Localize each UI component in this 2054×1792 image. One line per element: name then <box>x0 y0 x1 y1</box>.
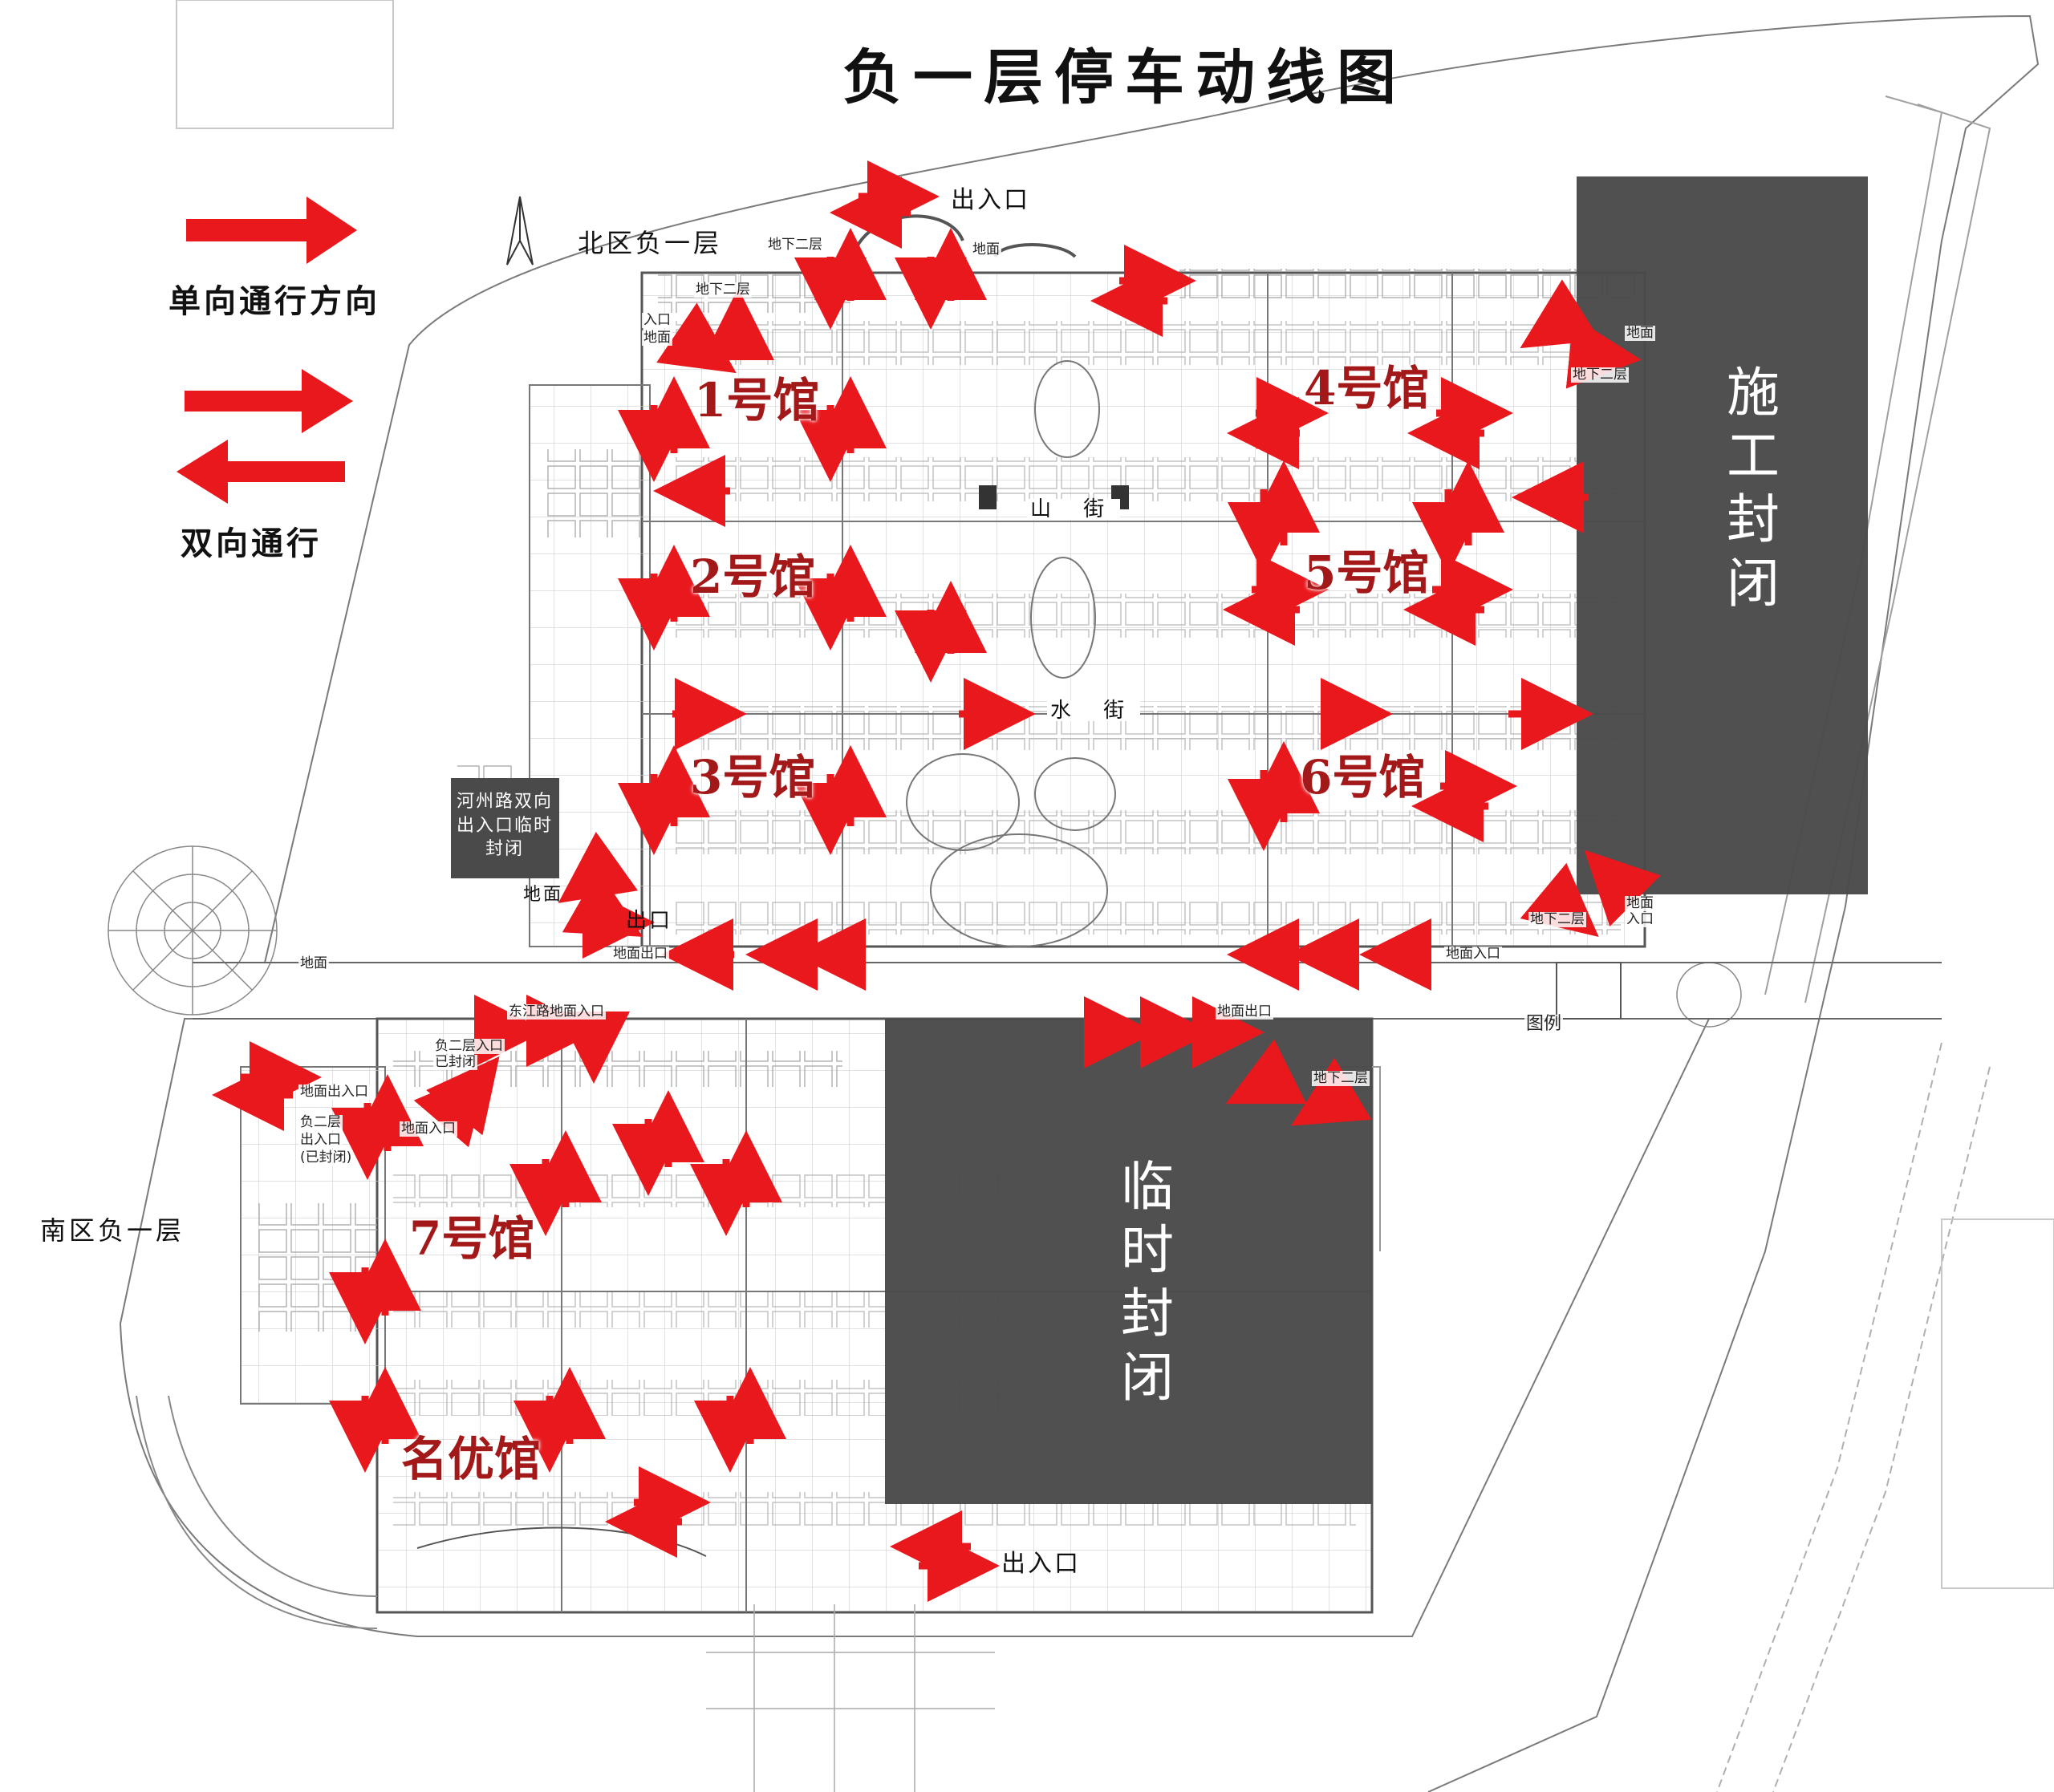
b2-note-a: 负二层 <box>298 1114 343 1130</box>
b2-entry-closed-label-a: 负二层入口 <box>433 1038 505 1054</box>
south-ground-io-label: 地面出入口 <box>298 1084 370 1100</box>
dongjiang-entry-label: 东江路地面入口 <box>507 1003 606 1020</box>
south-entrance-label: 出入口 <box>1001 1550 1081 1578</box>
legend-two-way-arrow-left-icon <box>177 440 345 504</box>
b2-entry-closed-label-b: 已封闭 <box>433 1054 477 1070</box>
south-underground2-label: 地下二层 <box>1312 1070 1370 1086</box>
legend-one-way-arrow-icon <box>186 197 357 264</box>
north-entrance-label: 出入口 <box>951 186 1030 214</box>
construction-closed-zone <box>1577 176 1868 894</box>
central-road <box>193 962 1942 1020</box>
ground-entry-right-b-label: 入口 <box>1625 911 1655 927</box>
underground2-right-label: 地下二层 <box>1571 367 1629 383</box>
traffic-arrows <box>212 160 1662 1602</box>
entry-label: 入口 <box>642 312 672 328</box>
entry-ground-label: 地面 <box>642 330 672 346</box>
north-zone-label: 北区负一层 <box>578 228 723 258</box>
hall-3-label: 3号馆 <box>690 750 816 805</box>
shan-street-label: 山 街 <box>1027 499 1121 520</box>
underground2-bottom-right-label: 地下二层 <box>1528 911 1586 927</box>
ground-left-label: 地面 <box>523 885 564 905</box>
hezhou-road-closed-notice: 河州路双向出入口临时封闭 <box>456 792 553 860</box>
underground2-label-b: 地下二层 <box>694 282 752 298</box>
hall-1-label: 1号馆 <box>694 373 820 428</box>
b2-note-c: (已封闭) <box>298 1149 354 1166</box>
ground-entry-north-label: 地面入口 <box>1444 946 1502 962</box>
hall-2-label: 2号馆 <box>690 549 816 604</box>
b2-note-b: 出入口 <box>298 1132 343 1148</box>
south-building <box>136 1017 1381 1792</box>
ground-entry-right-a-label: 地面 <box>1625 895 1655 911</box>
hall-7-label: 7号馆 <box>409 1211 535 1266</box>
site-outline <box>119 0 2054 1792</box>
hezhou-road-closed-box <box>451 778 559 878</box>
legend-two-way-label: 双向通行 <box>181 525 322 562</box>
south-ground-entry-label: 地面入口 <box>400 1121 457 1137</box>
mingyou-hall-label: 名优馆 <box>401 1432 542 1486</box>
underground2-label-a: 地下二层 <box>766 237 824 253</box>
legend-arrows <box>177 197 357 504</box>
shui-street-label: 水 街 <box>1047 700 1141 721</box>
hall-6-label: 6号馆 <box>1300 750 1426 805</box>
north-exit-left-label: 出口 <box>626 909 673 933</box>
ground-exit-north-label: 地面出口 <box>611 946 669 962</box>
hall-4-label: 4号馆 <box>1304 361 1430 416</box>
south-zone-label: 南区负一层 <box>40 1215 185 1246</box>
north-arrow-icon <box>506 196 534 266</box>
north-building <box>457 214 1646 948</box>
hall-5-label: 5号馆 <box>1304 545 1430 600</box>
construction-closed-label: 施工封闭 <box>1727 362 1780 614</box>
ground-top-label: 地面 <box>971 241 1001 257</box>
legend-two-way-arrow-right-icon <box>185 369 353 433</box>
legend-one-way-label: 单向通行方向 <box>168 282 380 320</box>
legend-mark-label: 图例 <box>1524 1014 1564 1034</box>
south-ground-exit-label: 地面出口 <box>1216 1003 1273 1020</box>
ground-right-label: 地面 <box>1625 325 1655 341</box>
page-title: 负一层停车动线图 <box>842 43 1407 112</box>
temporary-closed-label: 临时封闭 <box>1121 1156 1174 1409</box>
roundabout <box>108 845 278 1016</box>
road-label: 地面 <box>298 955 329 971</box>
